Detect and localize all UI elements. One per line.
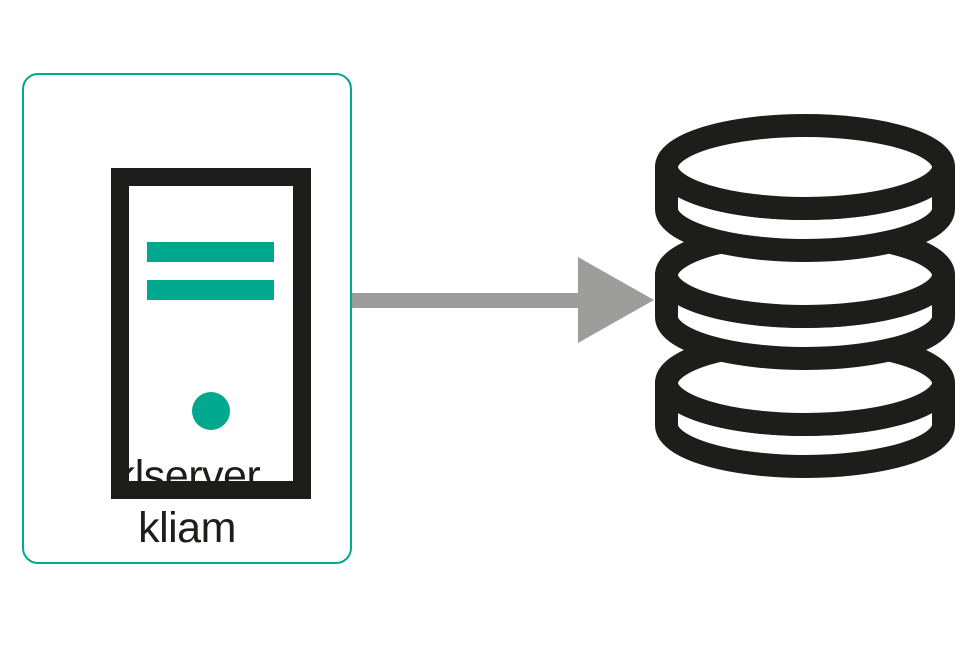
- server-drive-bar-top: [147, 242, 274, 262]
- server-node-label: klserver kliam: [22, 450, 352, 554]
- server-node: [22, 73, 352, 564]
- database-disk-top: [655, 114, 955, 262]
- server-power-led: [192, 392, 230, 430]
- server-node-label-line2: kliam: [138, 504, 236, 552]
- arrow-head: [578, 257, 654, 343]
- arrow-shaft: [352, 293, 580, 308]
- arrow-right-icon: [352, 257, 654, 343]
- server-node-label-line1: klserver: [113, 452, 261, 500]
- server-drive-bar-bottom: [147, 280, 274, 300]
- server-tower-case: [111, 168, 311, 499]
- server-tower-icon: [111, 168, 311, 499]
- database-cylinder-icon: [655, 114, 955, 478]
